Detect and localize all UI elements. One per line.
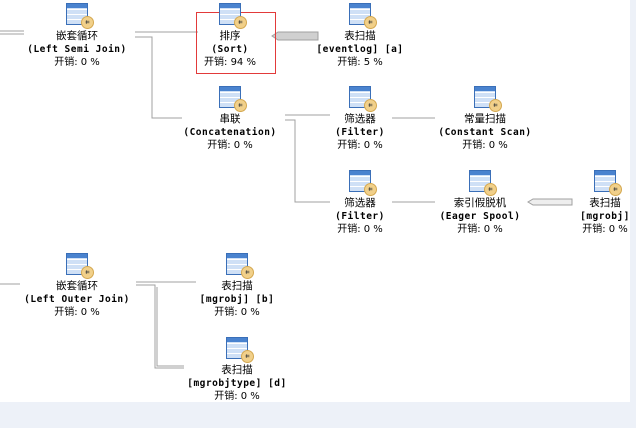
edge-concat-to-semi-join xyxy=(135,36,182,119)
filter-icon: ⇇ xyxy=(349,86,377,112)
node-name: 索引假脱机 xyxy=(453,197,507,209)
node-operator: (Left Outer Join) xyxy=(24,294,130,305)
plan-node-sort[interactable]: ⇇ 排序 (Sort) 开销: 94 % xyxy=(155,3,305,69)
node-cost: 开销: 94 % xyxy=(204,57,256,68)
node-name: 串联 xyxy=(219,113,241,125)
parallel-badge-icon: ⇇ xyxy=(609,183,622,196)
plan-node-eager-spool[interactable]: ⇇ 索引假脱机 (Eager Spool) 开销: 0 % xyxy=(405,170,555,236)
node-cost: 开销: 0 % xyxy=(207,140,253,151)
node-name: 排序 xyxy=(219,30,241,42)
parallel-badge-icon: ⇇ xyxy=(364,99,377,112)
node-name: 表扫描 xyxy=(221,280,253,292)
plan-node-table-scan-mgrobj[interactable]: ⇇ 表扫描 [mgrobj] 开销: 0 % xyxy=(530,170,636,236)
parallel-badge-icon: ⇇ xyxy=(234,16,247,29)
sort-icon: ⇇ xyxy=(219,3,247,29)
node-name: 嵌套循环 xyxy=(56,30,98,42)
plan-node-left-outer-join[interactable]: ⇇ 嵌套循环 (Left Outer Join) 开销: 0 % xyxy=(2,253,152,319)
parallel-badge-icon: ⇇ xyxy=(364,16,377,29)
parallel-badge-icon: ⇇ xyxy=(241,350,254,363)
edge-filter2-to-concat xyxy=(285,119,330,203)
table-scan-icon: ⇇ xyxy=(226,253,254,279)
node-cost: 开销: 0 % xyxy=(214,391,260,402)
parallel-badge-icon: ⇇ xyxy=(489,99,502,112)
node-cost: 开销: 0 % xyxy=(457,224,503,235)
nested-loops-icon: ⇇ xyxy=(66,253,94,279)
node-cost: 开销: 0 % xyxy=(214,307,260,318)
node-cost: 开销: 0 % xyxy=(54,307,100,318)
plan-node-constant-scan[interactable]: ⇇ 常量扫描 (Constant Scan) 开销: 0 % xyxy=(410,86,560,152)
parallel-badge-icon: ⇇ xyxy=(81,16,94,29)
node-operator: [mgrobjtype] [d] xyxy=(187,378,287,389)
edge-mgrobj-to-spool xyxy=(527,198,573,206)
table-scan-icon: ⇇ xyxy=(594,170,622,196)
node-operator: [eventlog] [a] xyxy=(316,44,404,55)
node-name: 筛选器 xyxy=(344,113,376,125)
parallel-badge-icon: ⇇ xyxy=(81,266,94,279)
node-operator: (Constant Scan) xyxy=(438,127,532,138)
parallel-badge-icon: ⇇ xyxy=(364,183,377,196)
node-operator: (Sort) xyxy=(211,44,249,55)
filter-icon: ⇇ xyxy=(349,170,377,196)
table-scan-icon: ⇇ xyxy=(226,337,254,363)
edge-into-semi-join xyxy=(0,30,24,35)
node-operator: (Concatenation) xyxy=(183,127,277,138)
horizontal-scrollbar-area[interactable] xyxy=(0,402,636,428)
node-cost: 开销: 0 % xyxy=(54,57,100,68)
node-cost: 开销: 0 % xyxy=(462,140,508,151)
node-name: 表扫描 xyxy=(589,197,621,209)
plan-node-left-semi-join[interactable]: ⇇ 嵌套循环 (Left Semi Join) 开销: 0 % xyxy=(2,3,152,69)
node-name: 筛选器 xyxy=(344,197,376,209)
node-cost: 开销: 5 % xyxy=(337,57,383,68)
concatenation-icon: ⇇ xyxy=(219,86,247,112)
parallel-badge-icon: ⇇ xyxy=(234,99,247,112)
plan-node-concatenation[interactable]: ⇇ 串联 (Concatenation) 开销: 0 % xyxy=(155,86,305,152)
node-operator: [mgrobj] xyxy=(580,211,630,222)
plan-node-filter-1[interactable]: ⇇ 筛选器 (Filter) 开销: 0 % xyxy=(285,86,435,152)
vertical-scrollbar[interactable] xyxy=(630,0,636,402)
node-operator: (Filter) xyxy=(335,127,385,138)
parallel-badge-icon: ⇇ xyxy=(241,266,254,279)
node-name: 常量扫描 xyxy=(464,113,506,125)
plan-node-filter-2[interactable]: ⇇ 筛选器 (Filter) 开销: 0 % xyxy=(285,170,435,236)
node-name: 表扫描 xyxy=(221,364,253,376)
node-name: 表扫描 xyxy=(344,30,376,42)
node-operator: (Eager Spool) xyxy=(439,211,521,222)
plan-node-table-scan-mgrobjtype-d[interactable]: ⇇ 表扫描 [mgrobjtype] [d] 开销: 0 % xyxy=(162,337,312,403)
node-operator: (Left Semi Join) xyxy=(27,44,127,55)
nested-loops-icon: ⇇ xyxy=(66,3,94,29)
node-cost: 开销: 0 % xyxy=(337,224,383,235)
table-scan-icon: ⇇ xyxy=(349,3,377,29)
edge-d-to-outer-join xyxy=(136,284,184,369)
node-cost: 开销: 0 % xyxy=(582,224,628,235)
constant-scan-icon: ⇇ xyxy=(474,86,502,112)
node-operator: (Filter) xyxy=(335,211,385,222)
plan-node-table-scan-mgrobj-b[interactable]: ⇇ 表扫描 [mgrobj] [b] 开销: 0 % xyxy=(162,253,312,319)
parallel-badge-icon: ⇇ xyxy=(484,183,497,196)
spool-icon: ⇇ xyxy=(469,170,497,196)
plan-node-table-scan-eventlog[interactable]: ⇇ 表扫描 [eventlog] [a] 开销: 5 % xyxy=(285,3,435,69)
node-name: 嵌套循环 xyxy=(56,280,98,292)
node-operator: [mgrobj] [b] xyxy=(199,294,275,305)
node-cost: 开销: 0 % xyxy=(337,140,383,151)
